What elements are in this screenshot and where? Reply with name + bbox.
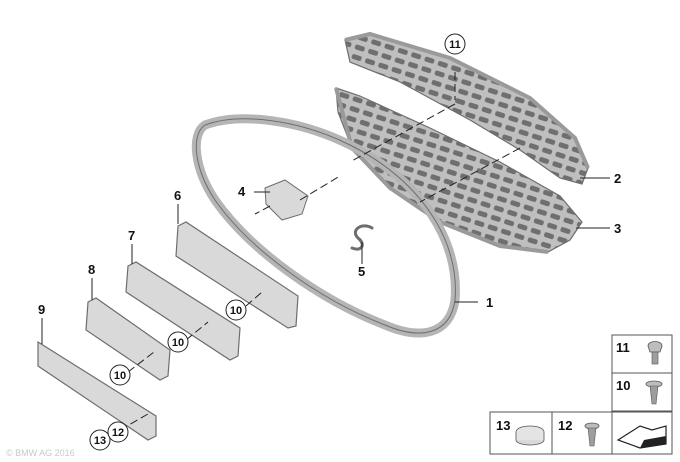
callout-6: 6 bbox=[174, 188, 181, 203]
callout-7: 7 bbox=[128, 228, 135, 243]
plate-8 bbox=[85, 297, 171, 381]
circled-callout-10-c: 10 bbox=[109, 364, 131, 386]
plate-9 bbox=[37, 340, 157, 441]
svg-text:10: 10 bbox=[114, 370, 126, 382]
grille-frame-ring bbox=[191, 114, 460, 338]
callout-8: 8 bbox=[88, 262, 95, 277]
s-emblem-part bbox=[350, 224, 374, 251]
svg-text:10: 10 bbox=[616, 378, 630, 393]
callout-5: 5 bbox=[358, 264, 365, 279]
svg-text:10: 10 bbox=[172, 337, 184, 349]
legend-box-11: 11 bbox=[611, 334, 673, 374]
legend-box-arrow-icon bbox=[611, 411, 673, 455]
circled-callout-13: 13 bbox=[89, 429, 111, 451]
callout-4: 4 bbox=[238, 184, 246, 199]
callout-3: 3 bbox=[614, 221, 621, 236]
legend-box-13: 13 bbox=[489, 411, 553, 455]
circled-callout-12: 12 bbox=[107, 421, 129, 443]
svg-text:10: 10 bbox=[230, 305, 242, 317]
plate-6 bbox=[175, 221, 299, 329]
callout-9: 9 bbox=[38, 302, 45, 317]
svg-text:12: 12 bbox=[112, 427, 124, 439]
svg-text:12: 12 bbox=[558, 418, 572, 433]
plate-7 bbox=[125, 261, 241, 361]
circled-callout-10-b: 10 bbox=[167, 331, 189, 353]
emblem-cover-part bbox=[264, 179, 309, 221]
callout-2: 2 bbox=[614, 171, 621, 186]
lower-grille-part bbox=[334, 87, 583, 254]
watermark: © BMW AG 2016 bbox=[6, 448, 75, 458]
svg-text:11: 11 bbox=[449, 39, 461, 51]
svg-text:11: 11 bbox=[616, 340, 630, 355]
svg-text:13: 13 bbox=[496, 418, 510, 433]
circled-callout-10-a: 10 bbox=[225, 299, 247, 321]
assembly-lines bbox=[119, 72, 521, 431]
circled-callout-11: 11 bbox=[444, 33, 466, 55]
upper-grille-part bbox=[344, 31, 590, 185]
leader-lines bbox=[41, 177, 610, 344]
callout-1: 1 bbox=[486, 295, 493, 310]
legend-box-12: 12 bbox=[551, 411, 613, 455]
svg-text:13: 13 bbox=[94, 435, 106, 447]
legend-box-10: 10 bbox=[611, 372, 673, 412]
